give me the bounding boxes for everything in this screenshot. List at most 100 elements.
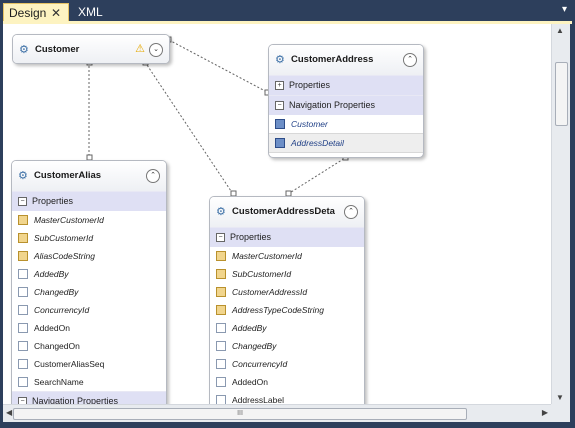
tab-xml[interactable]: XML xyxy=(78,5,103,19)
key-icon xyxy=(18,215,28,225)
property-icon xyxy=(18,341,28,351)
property-label: ChangedBy xyxy=(34,287,79,297)
property-label: CustomerAliasSeq xyxy=(34,359,105,369)
property-label: ChangedOn xyxy=(34,341,80,351)
scroll-thumb[interactable]: III xyxy=(13,408,467,420)
entity-name: CustomerAddressDeta xyxy=(232,206,335,217)
association-line xyxy=(144,61,234,195)
entity-header[interactable]: ⚙ CustomerAddress ⌃ xyxy=(269,45,423,75)
section-label: Navigation Properties xyxy=(289,100,376,110)
property-row[interactable]: CustomerAddressId xyxy=(210,283,364,301)
property-row[interactable]: MasterCustomerId xyxy=(12,211,166,229)
section-properties[interactable]: − Properties xyxy=(210,227,364,247)
property-row[interactable]: AliasCodeString xyxy=(12,247,166,265)
section-label: Navigation Properties xyxy=(32,396,119,404)
grip-icon: III xyxy=(237,410,243,417)
property-label: AddressLabel xyxy=(232,395,284,404)
property-label: SubCustomerId xyxy=(34,233,94,243)
scroll-corner xyxy=(551,404,570,423)
warning-icon: ⚠ xyxy=(135,43,145,55)
expand-icon[interactable]: + xyxy=(275,81,284,90)
property-label: AddedOn xyxy=(232,377,268,387)
chevron-down-icon[interactable]: ▾ xyxy=(561,4,567,15)
nav-property-label: Customer xyxy=(291,119,328,129)
section-label: Properties xyxy=(230,232,272,242)
close-icon[interactable]: ✕ xyxy=(51,6,62,20)
scroll-left-icon[interactable]: ◀ xyxy=(6,408,13,417)
property-label: AddedOn xyxy=(34,323,70,333)
property-row[interactable]: SearchName xyxy=(12,373,166,391)
property-label: MasterCustomerId xyxy=(232,251,302,261)
property-label: SubCustomerId xyxy=(232,269,292,279)
property-label: SearchName xyxy=(34,377,84,387)
entity-customer[interactable]: ⚙ Customer ⚠ ⌄ xyxy=(12,34,170,64)
section-label: Properties xyxy=(32,196,74,206)
nav-property[interactable]: Customer xyxy=(269,115,423,133)
property-icon xyxy=(18,287,28,297)
property-row[interactable]: AddressTypeCodeString xyxy=(210,301,364,319)
property-row[interactable]: AddedBy xyxy=(210,319,364,337)
entity-customer-alias[interactable]: ⚙ CustomerAlias ⌃ − Properties MasterCus… xyxy=(11,160,167,404)
property-row[interactable]: AddedOn xyxy=(12,319,166,337)
property-row[interactable]: AddressLabel xyxy=(210,391,364,404)
scroll-up-icon[interactable]: ▲ xyxy=(556,26,564,35)
window-bottom-border xyxy=(0,422,575,428)
property-row[interactable]: ChangedBy xyxy=(210,337,364,355)
entity-header[interactable]: ⚙ CustomerAlias ⌃ xyxy=(12,161,166,191)
section-label: Properties xyxy=(289,80,331,90)
property-label: ConcurrencyId xyxy=(34,305,90,315)
entity-header[interactable]: ⚙ CustomerAddressDeta ⌃ xyxy=(210,197,364,227)
property-label: ChangedBy xyxy=(232,341,277,351)
collapse-icon[interactable]: − xyxy=(18,197,27,206)
collapse-icon[interactable]: − xyxy=(18,397,27,404)
collapse-icon[interactable]: ⌃ xyxy=(344,205,358,219)
section-navigation[interactable]: − Navigation Properties xyxy=(269,95,423,115)
scroll-down-icon[interactable]: ▼ xyxy=(556,393,564,402)
entity-icon: ⚙ xyxy=(275,54,285,66)
section-navigation[interactable]: − Navigation Properties xyxy=(12,391,166,404)
property-label: AddressTypeCodeString xyxy=(232,305,324,315)
property-row[interactable]: MasterCustomerId xyxy=(210,247,364,265)
entity-header[interactable]: ⚙ Customer ⚠ ⌄ xyxy=(13,35,169,63)
section-properties[interactable]: + Properties xyxy=(269,75,423,95)
property-row[interactable]: AddedOn xyxy=(210,373,364,391)
property-row[interactable]: ConcurrencyId xyxy=(210,355,364,373)
property-row[interactable]: AddedBy xyxy=(12,265,166,283)
entity-name: Customer xyxy=(35,44,80,55)
expand-icon[interactable]: ⌄ xyxy=(149,43,163,57)
horizontal-scrollbar[interactable]: ◀ III ▶ xyxy=(3,404,551,423)
property-row[interactable]: ChangedBy xyxy=(12,283,166,301)
association-line xyxy=(287,157,346,195)
property-icon xyxy=(216,323,226,333)
property-icon xyxy=(18,359,28,369)
property-icon xyxy=(216,359,226,369)
collapse-icon[interactable]: ⌃ xyxy=(146,169,160,183)
tab-design[interactable]: Design ✕ xyxy=(3,3,69,21)
collapse-icon[interactable]: ⌃ xyxy=(403,53,417,67)
entity-customer-address-detail[interactable]: ⚙ CustomerAddressDeta ⌃ − Properties Mas… xyxy=(209,196,365,404)
key-icon xyxy=(216,251,226,261)
section-properties[interactable]: − Properties xyxy=(12,191,166,211)
design-canvas[interactable]: ⚙ Customer ⚠ ⌄ ⚙ CustomerAddress ⌃ + Pro… xyxy=(3,24,551,404)
nav-property-label: AddressDetail xyxy=(291,138,344,148)
property-row[interactable]: SubCustomerId xyxy=(210,265,364,283)
collapse-icon[interactable]: − xyxy=(275,101,284,110)
property-icon xyxy=(18,323,28,333)
key-icon xyxy=(216,287,226,297)
key-icon xyxy=(18,233,28,243)
property-icon xyxy=(18,305,28,315)
tab-underline xyxy=(3,21,572,24)
scroll-thumb[interactable] xyxy=(555,62,568,126)
navigation-property-icon xyxy=(275,119,285,129)
property-row[interactable]: CustomerAliasSeq xyxy=(12,355,166,373)
entity-customer-address[interactable]: ⚙ CustomerAddress ⌃ + Properties − Navig… xyxy=(268,44,424,158)
vertical-scrollbar[interactable]: ▲ ▼ xyxy=(551,24,570,404)
nav-property[interactable]: AddressDetail xyxy=(269,133,423,153)
key-icon xyxy=(216,305,226,315)
property-row[interactable]: SubCustomerId xyxy=(12,229,166,247)
property-row[interactable]: ConcurrencyId xyxy=(12,301,166,319)
collapse-icon[interactable]: − xyxy=(216,233,225,242)
scroll-right-icon[interactable]: ▶ xyxy=(541,408,548,417)
tab-design-label: Design xyxy=(9,6,47,20)
property-row[interactable]: ChangedOn xyxy=(12,337,166,355)
